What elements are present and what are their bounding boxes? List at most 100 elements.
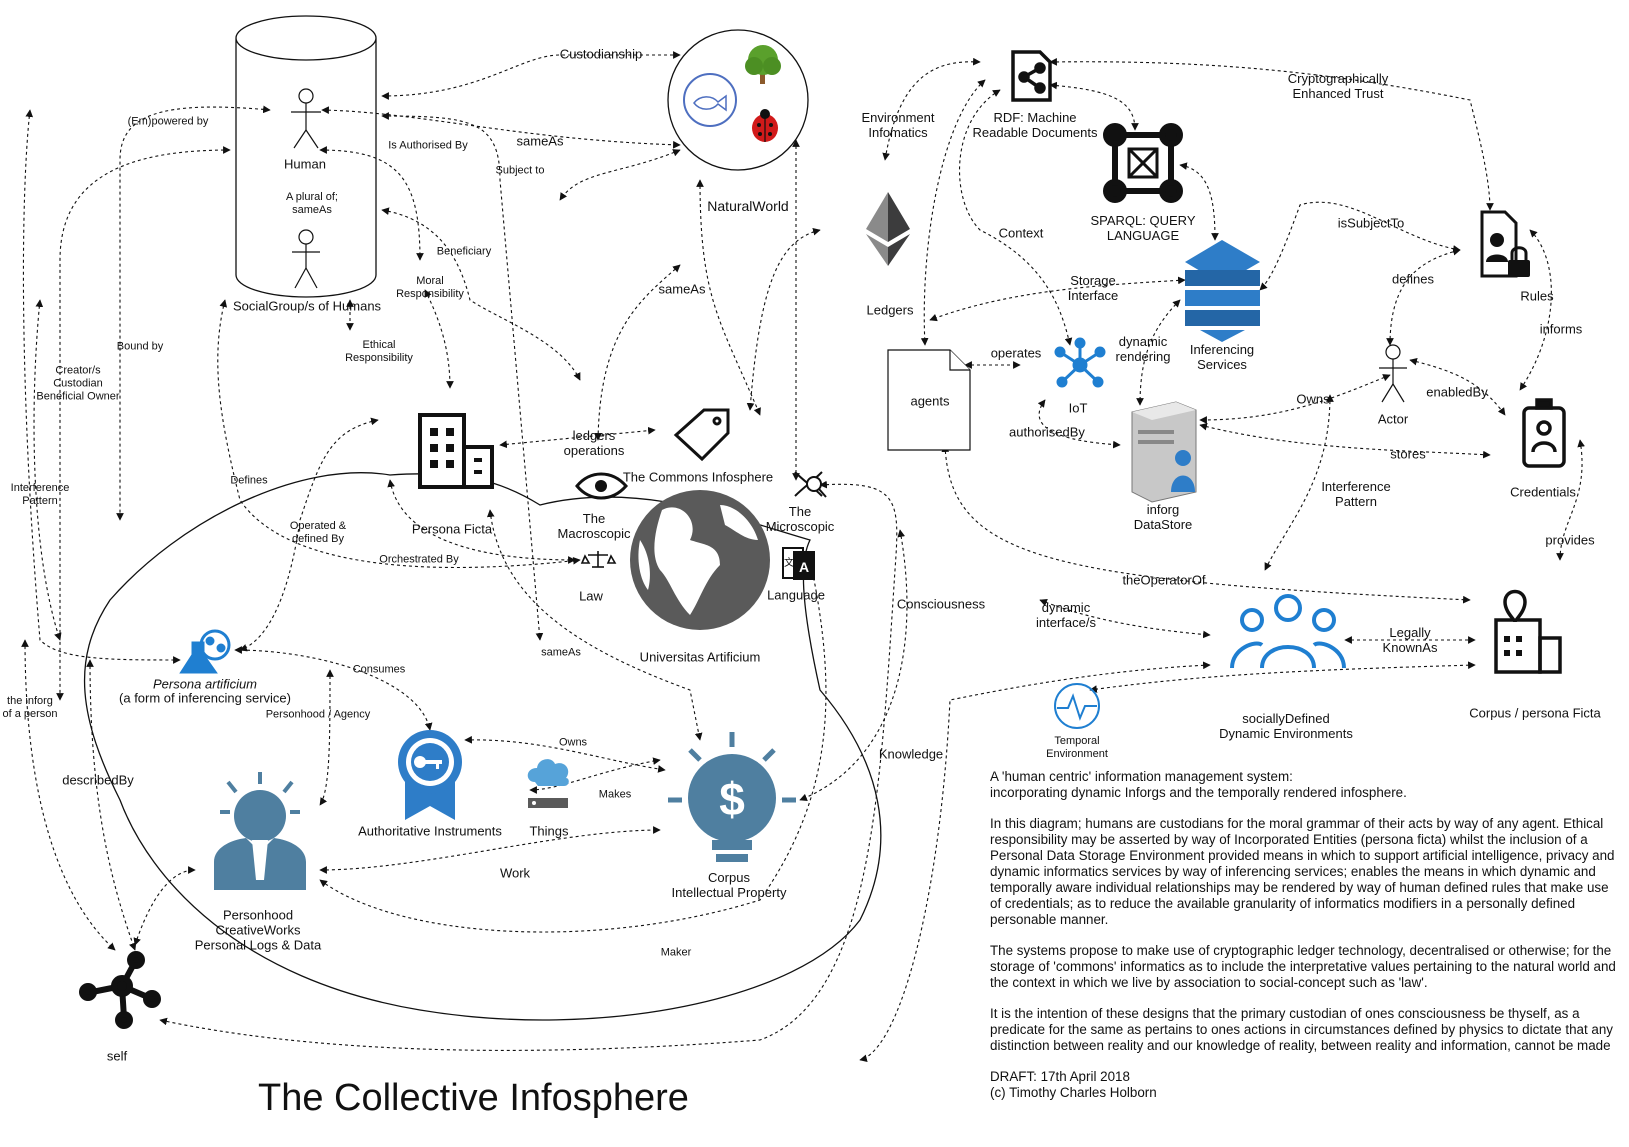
description-heading-1: A 'human centric' information management… [990, 769, 1293, 784]
corpus-persona-ficta-label: Corpus / persona Ficta [1469, 705, 1601, 721]
edge-label-personhood-agency: Personhood / Agency [265, 708, 371, 721]
natural-world-circle [667, 29, 809, 171]
edge-label-ledgers-operations: ledgers operations [563, 428, 625, 458]
description-heading-2: incorporating dynamic Inforgs and the te… [990, 785, 1407, 800]
edge-label-the-inforg: the inforg of a person [2, 695, 58, 720]
social-group-figure-icon[interactable] [292, 229, 320, 289]
edge-label-dynamic-rendering: dynamic rendering [1115, 334, 1171, 364]
edge-creator [22, 109, 181, 664]
location-building-icon[interactable] [1494, 589, 1562, 674]
sparql-label: SPARQL: QUERY LANGUAGE [1090, 213, 1196, 243]
edge-ledger-tag [746, 227, 821, 411]
commons-infosphere-label: The Commons Infosphere [622, 469, 774, 485]
edge-dynamic-interfaces [1039, 598, 1211, 639]
scales-icon[interactable] [580, 551, 617, 568]
edge-label-is-authorised-by: Is Authorised By [388, 139, 468, 152]
draft-line: DRAFT: 17th April 2018 [990, 1069, 1130, 1084]
edge-label-orchestrated-by: Orchestrated By [379, 553, 459, 566]
office-building-icon[interactable] [418, 413, 494, 489]
universitas-label: Universitas Artificium [639, 649, 761, 665]
heartbeat-icon[interactable] [1054, 683, 1100, 729]
lightbulb-person-icon[interactable] [214, 772, 306, 890]
document-icon[interactable] [887, 349, 971, 451]
edge-sparql-inferencing [1179, 162, 1219, 241]
edge-label-owns-center: Owns [558, 736, 588, 749]
personhood-label: Personhood CreativeWorks Personal Logs &… [194, 907, 322, 953]
tag-icon[interactable] [673, 408, 730, 462]
social-groups-label: SocialGroup/s of Humans [232, 298, 382, 314]
edge-human-naturalworld [559, 149, 681, 201]
edge-described-by [86, 659, 137, 951]
server-user-icon[interactable] [1131, 401, 1197, 503]
flask-network-icon[interactable] [179, 629, 231, 674]
locked-user-document-icon[interactable] [1480, 210, 1530, 278]
iot-label: IoT [1068, 400, 1088, 416]
human-figure-icon[interactable] [291, 88, 321, 149]
edge-cryptographic [1049, 58, 1494, 211]
edge-is-subject-to [1259, 201, 1461, 291]
edge-informs [1519, 229, 1552, 391]
human-cylinder [235, 15, 377, 298]
socially-defined-label: sociallyDefined Dynamic Environments [1219, 711, 1353, 741]
eye-icon[interactable] [575, 472, 628, 500]
edge-custodianship [381, 51, 681, 100]
ledgers-label: Ledgers [866, 302, 914, 318]
query-graph-icon[interactable] [1103, 123, 1183, 203]
edge-label-described-by: describedBy [62, 772, 134, 788]
macroscopic-label: The Macroscopic [557, 511, 631, 541]
globe-icon[interactable] [630, 490, 770, 630]
svg-text:A: A [799, 559, 809, 575]
edge-label-environment-infomatics: Environment Infomatics [861, 110, 935, 140]
edge-label-work: Work [499, 865, 531, 881]
edge-label-maker: Maker [660, 946, 692, 959]
edge-authorised-by [1037, 399, 1121, 449]
fish-icon [683, 73, 737, 127]
iot-hub-icon[interactable] [1054, 337, 1106, 388]
edge-label-custodianship: Custodianship [559, 46, 643, 62]
edge-label-enabled-by: enabledBy [1426, 384, 1488, 400]
svg-text:文: 文 [784, 556, 794, 569]
dna-magnifier-icon[interactable] [794, 471, 827, 498]
edge-label-empowered-by: (Em)powered by [127, 115, 209, 128]
edge-sameas-2 [594, 264, 681, 441]
tree-icon [745, 45, 781, 84]
edge-storage-interface [929, 276, 1186, 322]
network-node-icon[interactable] [79, 951, 161, 1029]
edge-dynamic-rendering [1136, 299, 1181, 406]
diagram-title: The Collective Infosphere [258, 1077, 689, 1119]
natural-world-icons[interactable] [683, 45, 781, 142]
law-label: Law [579, 588, 603, 604]
rdf-label: RDF: Machine Readable Documents [972, 110, 1098, 140]
shared-document-icon[interactable] [1011, 50, 1052, 102]
language-label: Language [767, 587, 825, 603]
key-badge-icon[interactable] [398, 730, 462, 820]
edge-label-storage-interface: Storage Interface [1067, 273, 1119, 303]
edge-label-legally-known: Legally KnownAs [1382, 625, 1438, 655]
ethereum-icon[interactable] [866, 192, 910, 266]
microscopic-label: The Microscopic [765, 504, 835, 534]
description-block: A 'human centric' information management… [990, 769, 1620, 1101]
edge-label-interference-right: Interference Pattern [1321, 479, 1391, 509]
description-para-1: In this diagram; humans are custodians f… [990, 816, 1615, 927]
edge-label-owns-right: Owns [1296, 391, 1330, 407]
edge-label-operator-of: theOperatorOf [1122, 572, 1206, 588]
edge-label-consumes: Consumes [352, 663, 406, 676]
translate-icon[interactable]: A 文 [782, 547, 815, 580]
edge-provides [1556, 439, 1585, 561]
id-badge-icon[interactable] [1522, 398, 1566, 468]
dollar-lightbulb-icon[interactable]: $ [668, 732, 796, 862]
natural-world-label: NaturalWorld [707, 198, 789, 214]
people-group-icon[interactable] [1230, 594, 1346, 669]
edge-label-operates: operates [990, 345, 1042, 361]
stick-figure-icon[interactable] [1379, 344, 1407, 403]
edge-subject-to [381, 112, 544, 641]
edge-interference-left [33, 299, 62, 641]
database-stack-icon[interactable] [1185, 240, 1260, 342]
edge-label-sameas-1: sameAs [516, 133, 564, 149]
edge-label-defines-right: defines [1392, 271, 1434, 287]
inferencing-label: Inferencing Services [1189, 342, 1255, 372]
cloud-device-icon[interactable] [527, 759, 569, 808]
edge-label-beneficiary: Beneficiary [436, 245, 492, 258]
edge-label-defines-left: Defines [230, 474, 268, 487]
